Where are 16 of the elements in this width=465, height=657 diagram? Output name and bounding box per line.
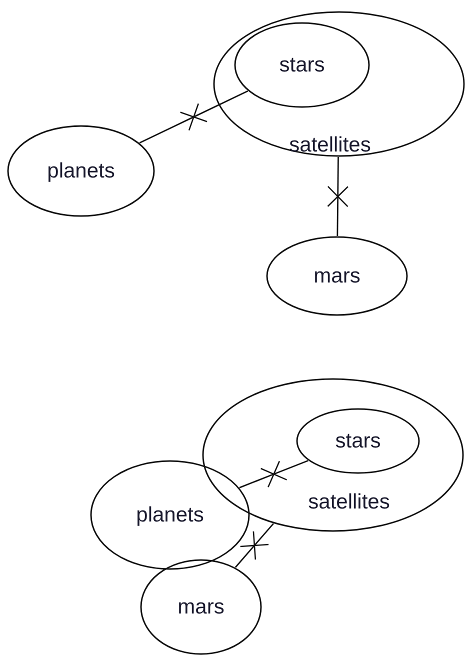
node-label: stars (335, 429, 381, 453)
ellipse-node (202, 378, 464, 532)
ellipse-node (213, 11, 465, 157)
ellipse-node (234, 22, 370, 108)
node-label: planets (136, 503, 204, 527)
node-label: satellites (289, 133, 371, 157)
ellipse-node (7, 125, 155, 217)
node-label: mars (178, 595, 224, 619)
ellipse-node (296, 408, 420, 474)
node-label: planets (47, 159, 115, 183)
ellipse-node (90, 460, 250, 570)
ellipse-node (140, 559, 262, 655)
node-label: mars (314, 264, 360, 288)
ellipse-node (266, 236, 408, 316)
node-label: satellites (308, 490, 390, 514)
node-label: stars (279, 53, 325, 77)
